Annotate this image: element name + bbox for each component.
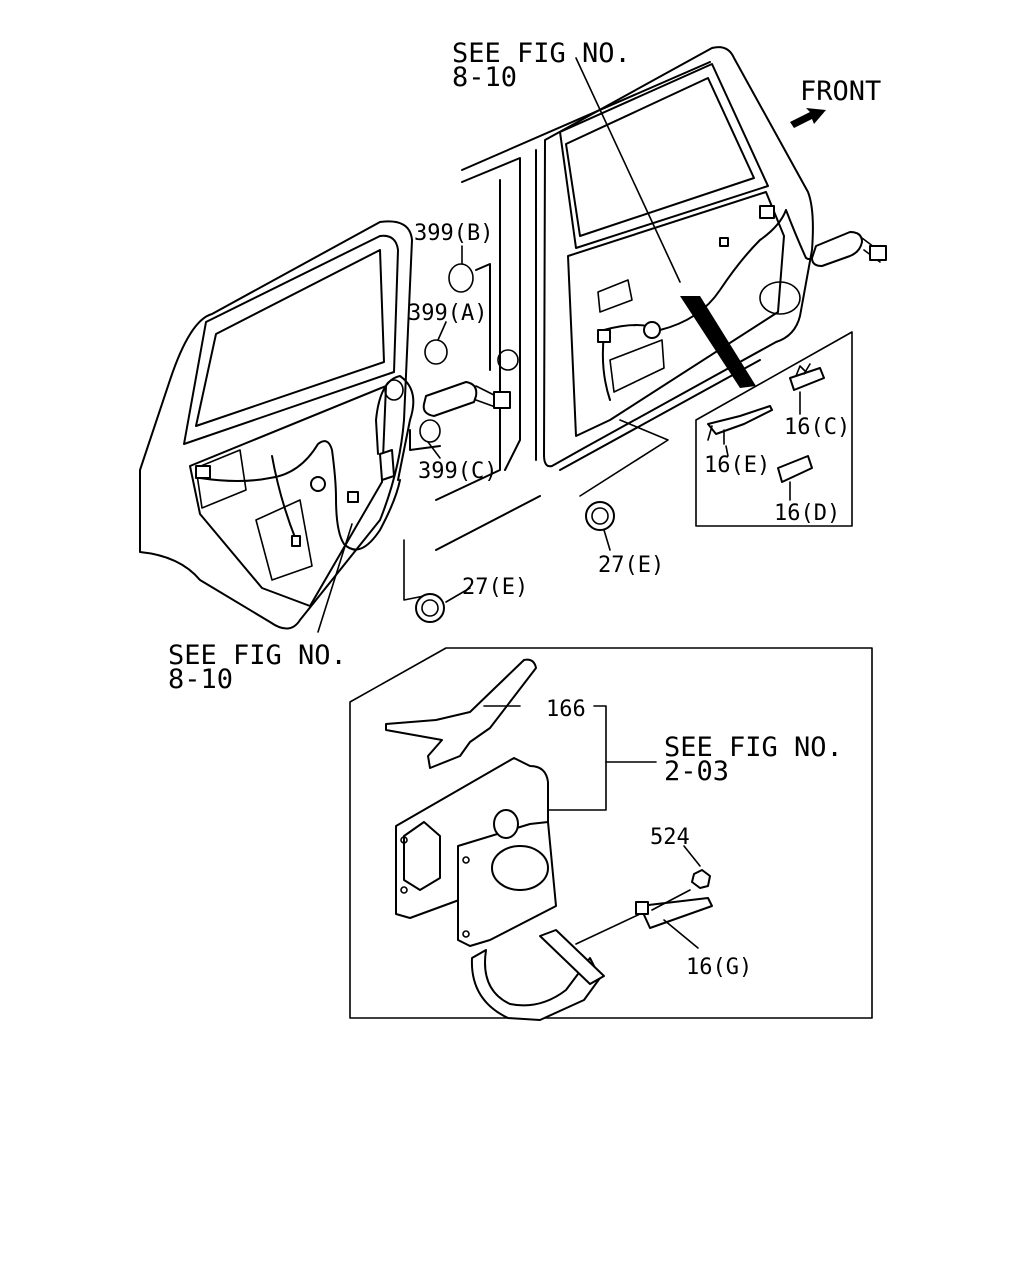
see-fig-left-line2: 8-10 [168, 664, 233, 695]
grommet-27e-right [585, 501, 615, 551]
label-399a: 399(A) [408, 301, 487, 326]
label-16c: 16(C) [784, 415, 850, 440]
leader-399a [437, 321, 447, 341]
grommet-27e-left [415, 587, 471, 623]
label-166: 166 [546, 697, 586, 722]
see-fig-box-line2: 2-03 [664, 756, 729, 787]
rear-door-drawing [435, 46, 887, 501]
bracket-detail-box [349, 647, 873, 1021]
see-fig-left-line1: SEE FIG NO. [168, 640, 347, 671]
label-27e-left: 27(E) [462, 575, 528, 600]
front-door-drawing [139, 220, 541, 633]
clip-detail-box [695, 331, 853, 527]
front-arrow-icon [790, 108, 826, 128]
label-399b: 399(B) [414, 221, 493, 246]
see-fig-top-line2: 8-10 [452, 62, 517, 93]
label-399c: 399(C) [418, 459, 497, 484]
label-16g: 16(G) [686, 955, 752, 980]
label-27e-right: 27(E) [598, 553, 664, 578]
label-524: 524 [650, 825, 690, 850]
see-fig-top-line1: SEE FIG NO. [452, 38, 631, 69]
front-label: FRONT [800, 76, 881, 107]
see-fig-box-line1: SEE FIG NO. [664, 732, 843, 763]
label-16e: 16(E) [704, 453, 770, 478]
label-16d: 16(D) [774, 501, 840, 526]
leader-399c [427, 441, 441, 459]
